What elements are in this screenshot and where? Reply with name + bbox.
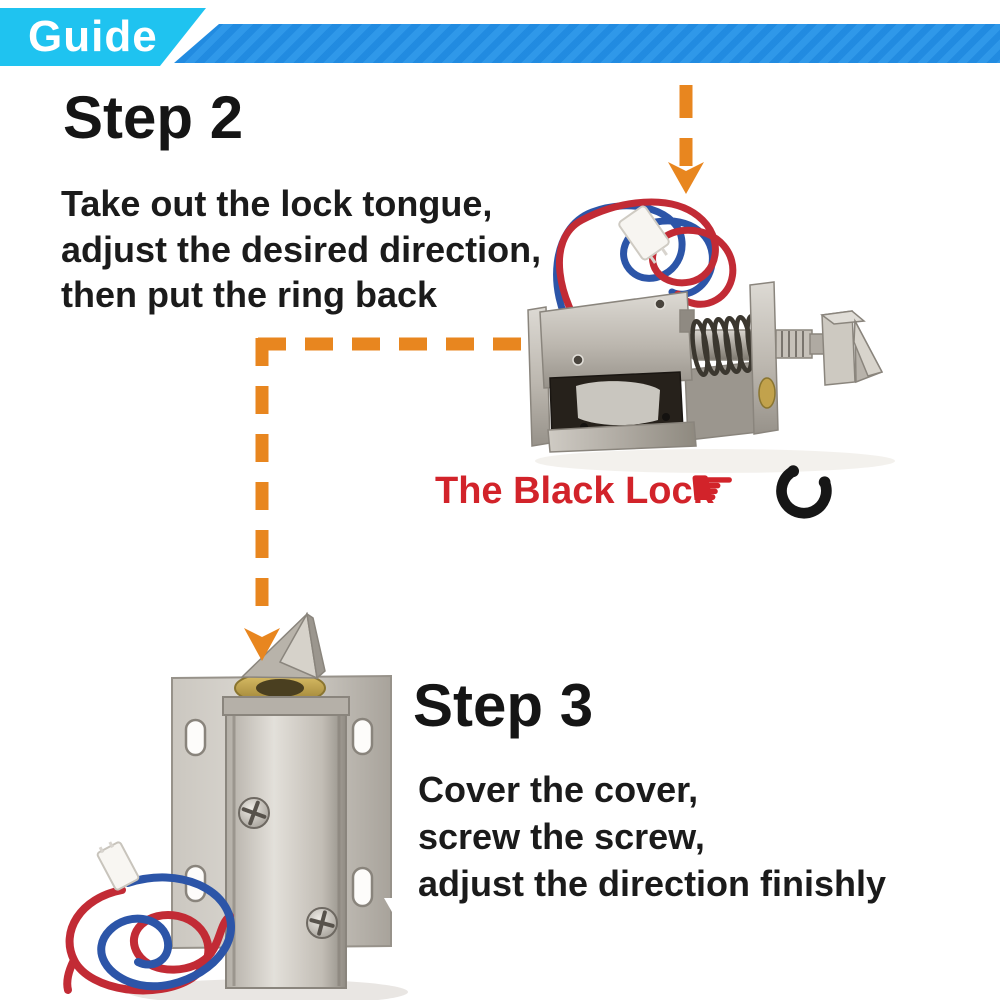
lock-tongue [240,611,326,680]
lock-body [222,696,350,989]
step-3-line-2: screw the screw, [418,816,705,857]
banner-band [174,24,1000,63]
wire-connector [96,841,140,891]
e-clip-ring-icon [776,465,832,519]
brass-washer [758,377,776,409]
lock-body [527,291,779,453]
disc-hole [256,679,304,697]
bracket-slot [351,717,374,756]
step-2-description: Take out the lock tongue, adjust the des… [61,181,541,318]
bracket-slot [351,866,374,908]
phillips-screw [306,907,338,939]
step-2-line-2: adjust the desired direction, [61,228,542,270]
lock-tongue [775,310,884,386]
lock-photo [527,198,895,473]
step-3-description: Cover the cover, screw the screw, adjust… [418,766,886,907]
black-lock-caption: The Black Lock [435,470,714,512]
step-3-title: Step 3 [413,672,594,739]
down-arrow-icon [668,85,704,194]
step-2-line-3: then put the ring back [61,274,438,315]
lock-wires [553,198,737,340]
bracket-slot [184,718,207,757]
guide-banner-label: Guide [28,12,158,61]
photo-shadow [535,449,895,473]
step-3-line-3: adjust the direction finishly [418,863,887,904]
wire-connector [618,205,670,264]
right-pointing-hand-icon: ☛ [688,456,737,519]
front-flange [749,281,779,435]
phillips-screw [238,797,270,829]
lock-wires [63,873,236,995]
step-2-line-1: Take out the lock tongue, [61,183,493,224]
mounted-lock-photo [63,611,408,1000]
step-2-title: Step 2 [63,84,244,151]
step-3-line-1: Cover the cover, [418,769,699,810]
plunger [576,381,660,426]
